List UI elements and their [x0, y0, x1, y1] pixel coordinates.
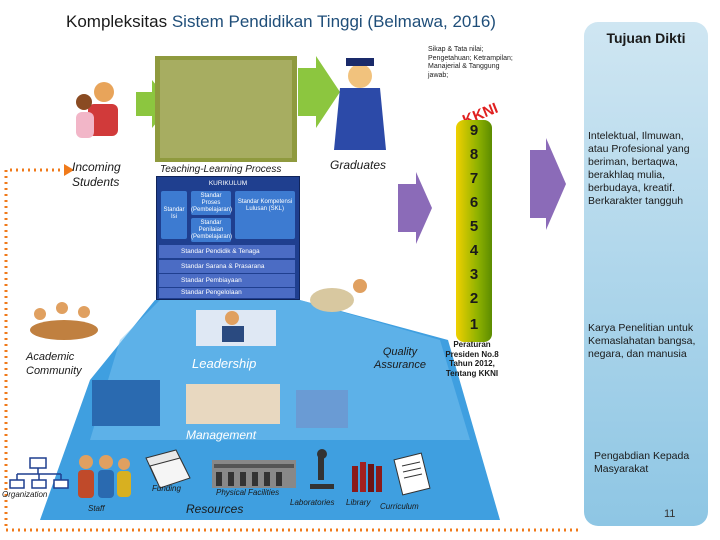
quality-assurance-icon [310, 279, 367, 312]
staff-icon [78, 455, 131, 498]
staff-label: Staff [88, 504, 105, 513]
kkni-level: 6 [469, 194, 479, 211]
goal-graduates-text: Intelektual, Ilmuwan, atau Profesional y… [588, 130, 690, 207]
kkni-regulation-text: Peraturan Presiden No.8 Tahun 2012, Tent… [445, 340, 499, 378]
management-label: Management [186, 428, 257, 442]
funding-label: Funding [152, 484, 181, 493]
management-icon [92, 380, 348, 428]
standard-row: Standar Pembiayaan [159, 274, 295, 287]
kkni-level: 1 [469, 316, 479, 333]
academic-community-icon [30, 302, 98, 340]
goals-panel [584, 22, 708, 526]
library-icon [352, 462, 382, 492]
curriculum-standards-box: KURIKULUM Standar Isi Standar Proses (Pe… [156, 176, 300, 300]
page-number: 11 [664, 508, 676, 520]
leadership-icon [196, 310, 276, 346]
kkni-level: 8 [469, 146, 479, 163]
quality-assurance-label: Quality Assurance [374, 346, 426, 371]
curriculum-header: KURIKULUM [208, 180, 248, 187]
standard-row: Standar Pengelolaan [159, 288, 295, 298]
standar-kompetensi-box: Standar Kompetensi Lulusan (SKL) [235, 191, 295, 239]
library-label: Library [346, 498, 371, 507]
light-triangle [90, 300, 470, 440]
kkni-level: 3 [469, 266, 479, 283]
green-arrow-1 [136, 80, 172, 128]
incoming-students-label: Incoming Students [72, 160, 121, 189]
building-icon [212, 460, 296, 488]
teaching-learning-label: Teaching-Learning Process [160, 164, 282, 175]
page-title: Kompleksitas Sistem Pendidikan Tinggi (B… [66, 12, 496, 31]
kkni-level: 7 [469, 170, 479, 187]
laboratories-label: Laboratories [290, 498, 335, 507]
kkni-level: 4 [469, 242, 479, 259]
kkni-skills-text: Sikap & Tata nilai; Pengetahuan; Ketramp… [428, 46, 513, 79]
feedback-dotted-line [4, 168, 582, 532]
curriculum-icon [393, 452, 431, 496]
panel-title: Tujuan Dikti [606, 30, 686, 46]
purple-arrow-2 [530, 138, 566, 230]
kkni-level: 2 [469, 290, 479, 307]
physical-facilities-label: Physical Facilities [216, 488, 280, 497]
kkni-ladder: 9 8 7 6 5 4 3 2 1 [456, 120, 492, 342]
green-arrow-2 [298, 56, 340, 128]
feedback-arrowhead [64, 164, 74, 176]
standard-row: Standar Sarana & Prasarana [159, 260, 295, 273]
graduates-label: Graduates [330, 158, 387, 172]
kkni-level: 5 [469, 218, 479, 235]
graduate-figure [348, 64, 372, 88]
goals-panel-art [584, 22, 708, 526]
standar-isi-box: Standar Isi [161, 191, 187, 239]
standard-row: Standar Pendidik & Tenaga Kependidikan [159, 245, 295, 268]
leadership-label: Leadership [192, 356, 257, 371]
goal-research-text: Karya Penelitian untuk Kemaslahatan bang… [588, 322, 696, 360]
standar-penilaian-box: Standar Penilaian (Pembelajaran) [191, 218, 233, 242]
academic-community-label: Academic Community [26, 351, 82, 377]
goal-community-text: Pengabdian Kepada Masyarakat [594, 450, 690, 475]
microscope-icon [310, 449, 334, 489]
student-figure [94, 82, 114, 102]
purple-arrow-1 [398, 172, 432, 244]
curriculum-label: Curriculum [380, 502, 419, 511]
organization-icon [9, 457, 69, 489]
resources-label: Resources [186, 502, 244, 516]
funding-icon [145, 449, 191, 489]
standar-proses-box: Standar Proses (Pembelajaran) [191, 191, 233, 215]
kkni-level: 9 [469, 122, 479, 139]
organization-label: Organization [2, 490, 48, 499]
